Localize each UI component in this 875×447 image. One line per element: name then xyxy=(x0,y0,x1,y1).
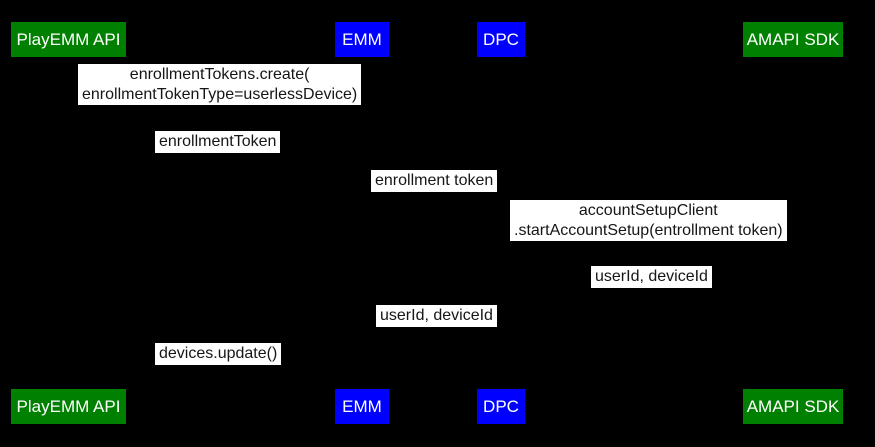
message-enrollment-token-return: enrollmentToken xyxy=(155,131,281,153)
message-userid-deviceid-forward: userId, deviceId xyxy=(376,305,497,327)
actor-top-amapi-sdk: AMAPI SDK xyxy=(743,22,843,57)
actor-bottom-emm: EMM xyxy=(335,389,389,424)
message-devices-update: devices.update() xyxy=(155,343,282,365)
actor-top-dpc: DPC xyxy=(477,22,525,57)
message-start-account-setup: accountSetupClient .startAccountSetup(en… xyxy=(510,200,787,241)
actor-top-playemm-api: PlayEMM API xyxy=(11,22,126,57)
message-enrollment-token-forward: enrollment token xyxy=(371,170,498,192)
message-enrollment-tokens-create: enrollmentTokens.create( enrollmentToken… xyxy=(78,64,362,105)
actor-bottom-dpc: DPC xyxy=(477,389,525,424)
actor-bottom-playemm-api: PlayEMM API xyxy=(11,389,126,424)
actor-top-emm: EMM xyxy=(335,22,389,57)
actor-bottom-amapi-sdk: AMAPI SDK xyxy=(743,389,843,424)
message-userid-deviceid-return: userId, deviceId xyxy=(591,266,712,288)
